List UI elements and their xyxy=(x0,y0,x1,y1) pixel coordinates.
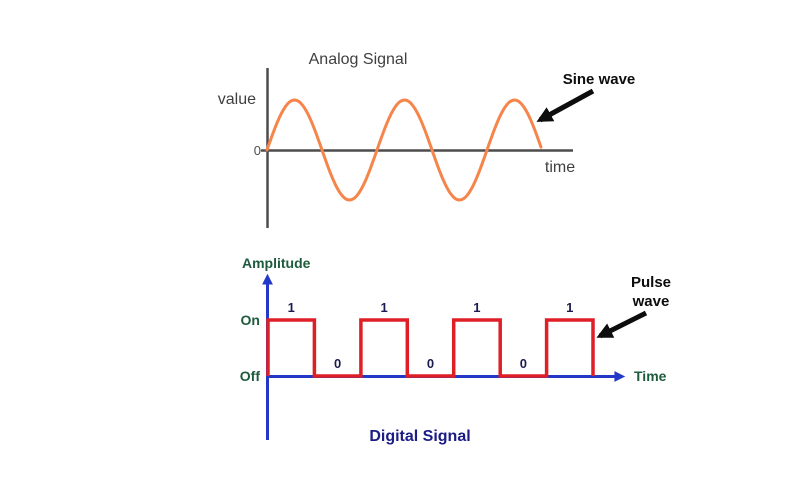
pulse-wave xyxy=(266,318,595,378)
sine-wave-arrow xyxy=(536,88,595,123)
sine-wave xyxy=(265,98,543,202)
analog-value-label: value xyxy=(218,91,256,108)
digital-title: Digital Signal xyxy=(369,428,470,445)
bit-label: 1 xyxy=(380,300,387,315)
amplitude-label: Amplitude xyxy=(242,255,311,271)
analog-chart: Analog Signal value 0 time Sine wave xyxy=(218,51,636,228)
on-label: On xyxy=(241,312,260,328)
pulse-wave-arrow xyxy=(596,310,648,339)
pulse-wave-annotation-line1: Pulse xyxy=(631,274,671,291)
bit-label: 0 xyxy=(427,356,434,371)
bit-label: 0 xyxy=(334,356,341,371)
bit-label: 1 xyxy=(288,300,295,315)
bit-label: 1 xyxy=(473,300,480,315)
analog-time-label: time xyxy=(545,159,575,176)
bit-label: 0 xyxy=(520,356,527,371)
digital-time-label: Time xyxy=(634,368,667,384)
bit-label: 1 xyxy=(566,300,573,315)
pulse-wave-annotation-line2: wave xyxy=(632,293,670,310)
digital-chart: 1 0 1 0 1 0 1 Amplitude On Off Time Digital Si… xyxy=(240,255,671,445)
analog-zero-label: 0 xyxy=(254,143,261,158)
off-label: Off xyxy=(240,368,261,384)
bit-labels: 1 0 1 0 1 0 1 xyxy=(288,300,574,371)
analog-title: Analog Signal xyxy=(309,51,408,68)
sine-wave-annotation: Sine wave xyxy=(563,71,636,88)
